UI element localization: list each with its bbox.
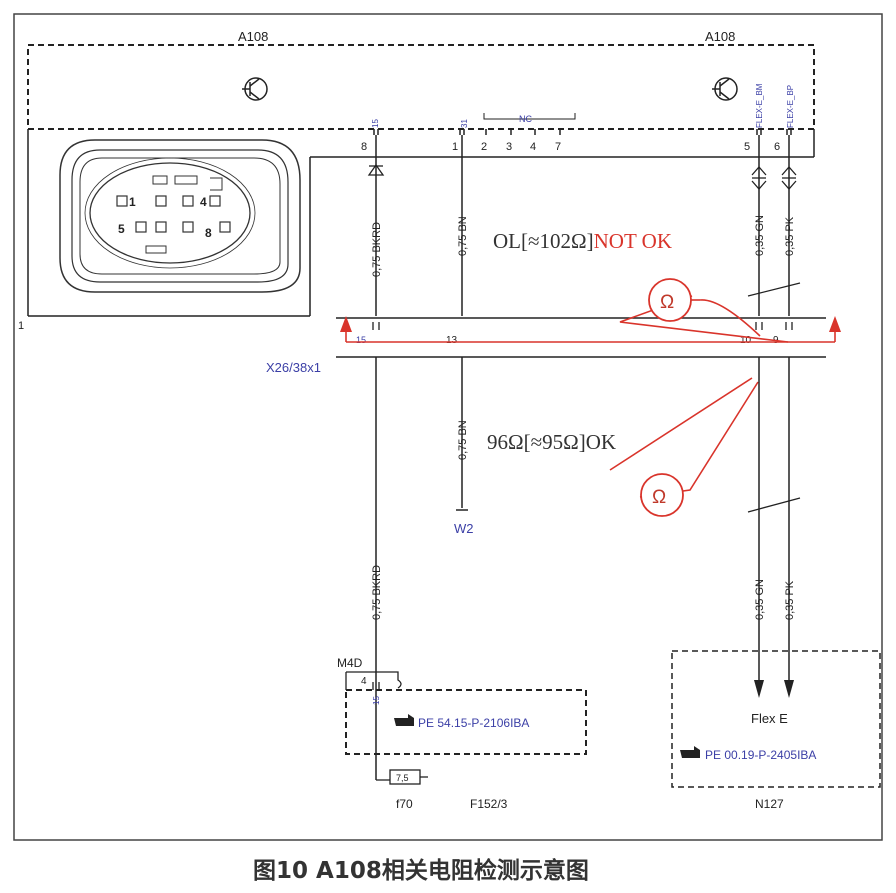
fuse-block-label: F152/3: [470, 797, 508, 811]
wire-label-31-lower: 0,75 BN: [457, 420, 469, 460]
bar-pin-ticks: [372, 322, 793, 330]
fuse-f70-label: f70: [396, 797, 413, 811]
m4d-reference: PE 54.15-P-2106IBA: [418, 716, 529, 730]
a108-label-right: A108: [705, 29, 735, 44]
wire-label-15-lower: 0,75 BKRD: [371, 565, 383, 620]
connector-bar-x26: [336, 317, 826, 358]
n127-reference: PE 00.19-P-2405IBA: [705, 748, 816, 762]
pin-ticks: [373, 129, 792, 135]
pin-number-7: 7: [555, 141, 561, 153]
ground-pin-label: 1: [18, 320, 24, 332]
wire-label-15-upper: 0,75 BKRD: [371, 222, 383, 277]
ohmmeter-icon-bottom: [640, 473, 684, 517]
bar-pin-10: 10: [740, 335, 752, 346]
ground-w2-label: W2: [454, 521, 474, 536]
housing-outline: [27, 129, 815, 317]
connector-x26-label: X26/38x1: [266, 360, 321, 375]
flex-bp-label: FLEX-E_BP: [786, 85, 795, 128]
ohmmeter-icon-top: [648, 278, 692, 322]
pointing-hand-icon-n127: [680, 746, 700, 758]
face-pin-4: 4: [200, 195, 207, 209]
flex-bm-label: FLEX-E_BM: [755, 83, 764, 128]
wire-label-gn-upper: 0,35 GN: [754, 215, 766, 256]
bar-pin-13: 13: [446, 335, 458, 346]
pointing-hand-icon: [394, 714, 414, 726]
n127-dashed-box: [671, 650, 881, 788]
pin-15-small-label: 15: [371, 119, 380, 128]
m4d-connector: [345, 671, 402, 690]
lower-wires: [375, 357, 790, 780]
measurement-top-value: OL[≈102Ω]NOT OK: [493, 229, 672, 253]
nc-bracket: [483, 113, 576, 120]
ohm-symbol-top: Ω: [660, 292, 674, 313]
pin-number-3: 3: [506, 141, 512, 153]
m4d-pin-15-small: 15: [372, 696, 381, 705]
pin-number-2: 2: [481, 141, 487, 153]
nc-label: NC: [519, 114, 532, 124]
n127-title: Flex E: [751, 711, 788, 726]
bar-pin-15: 15: [356, 335, 366, 345]
pin-number-6: 6: [774, 141, 780, 153]
wire-label-pk-upper: 0,35 PK: [784, 216, 796, 256]
connector-arrow-markers: [367, 163, 797, 190]
diagram-frame: [13, 13, 883, 841]
wire-label-pk-lower: 0,35 PK: [784, 580, 796, 620]
upper-wires: [375, 135, 790, 316]
m4d-dashed-box: [345, 689, 587, 755]
wire-label-31-upper: 0,75 BN: [457, 216, 469, 256]
pin-number-8: 8: [361, 141, 367, 153]
m4d-pin-4: 4: [361, 676, 367, 687]
pin-31-small-label: 31: [460, 119, 469, 128]
transistor-icon-right: [712, 77, 738, 101]
connector-face-icon: [59, 139, 301, 293]
red-arrow-markers: [340, 316, 841, 332]
twist-marks: [747, 282, 801, 513]
n127-input-arrows: [754, 680, 794, 698]
transistor-icon-left: [242, 77, 268, 101]
fuse-symbol: [376, 769, 428, 785]
n127-label: N127: [755, 797, 784, 811]
fuse-value: 7,5: [396, 773, 409, 783]
measurement-bottom-value: 96Ω[≈95Ω]OK: [487, 430, 616, 454]
ohm-symbol-bottom: Ω: [652, 487, 666, 508]
figure-caption: 图10 A108相关电阻检测示意图: [253, 857, 589, 884]
face-pin-8: 8: [205, 226, 212, 240]
pin-number-1: 1: [452, 141, 458, 153]
pin-number-5: 5: [744, 141, 750, 153]
pin-number-4: 4: [530, 141, 536, 153]
wire-label-gn-lower: 0,35 GN: [754, 579, 766, 620]
m4d-label: M4D: [337, 656, 363, 670]
a108-module-box: [27, 44, 815, 130]
a108-label-left: A108: [238, 29, 268, 44]
face-pin-1: 1: [129, 195, 136, 209]
face-pin-5: 5: [118, 222, 125, 236]
